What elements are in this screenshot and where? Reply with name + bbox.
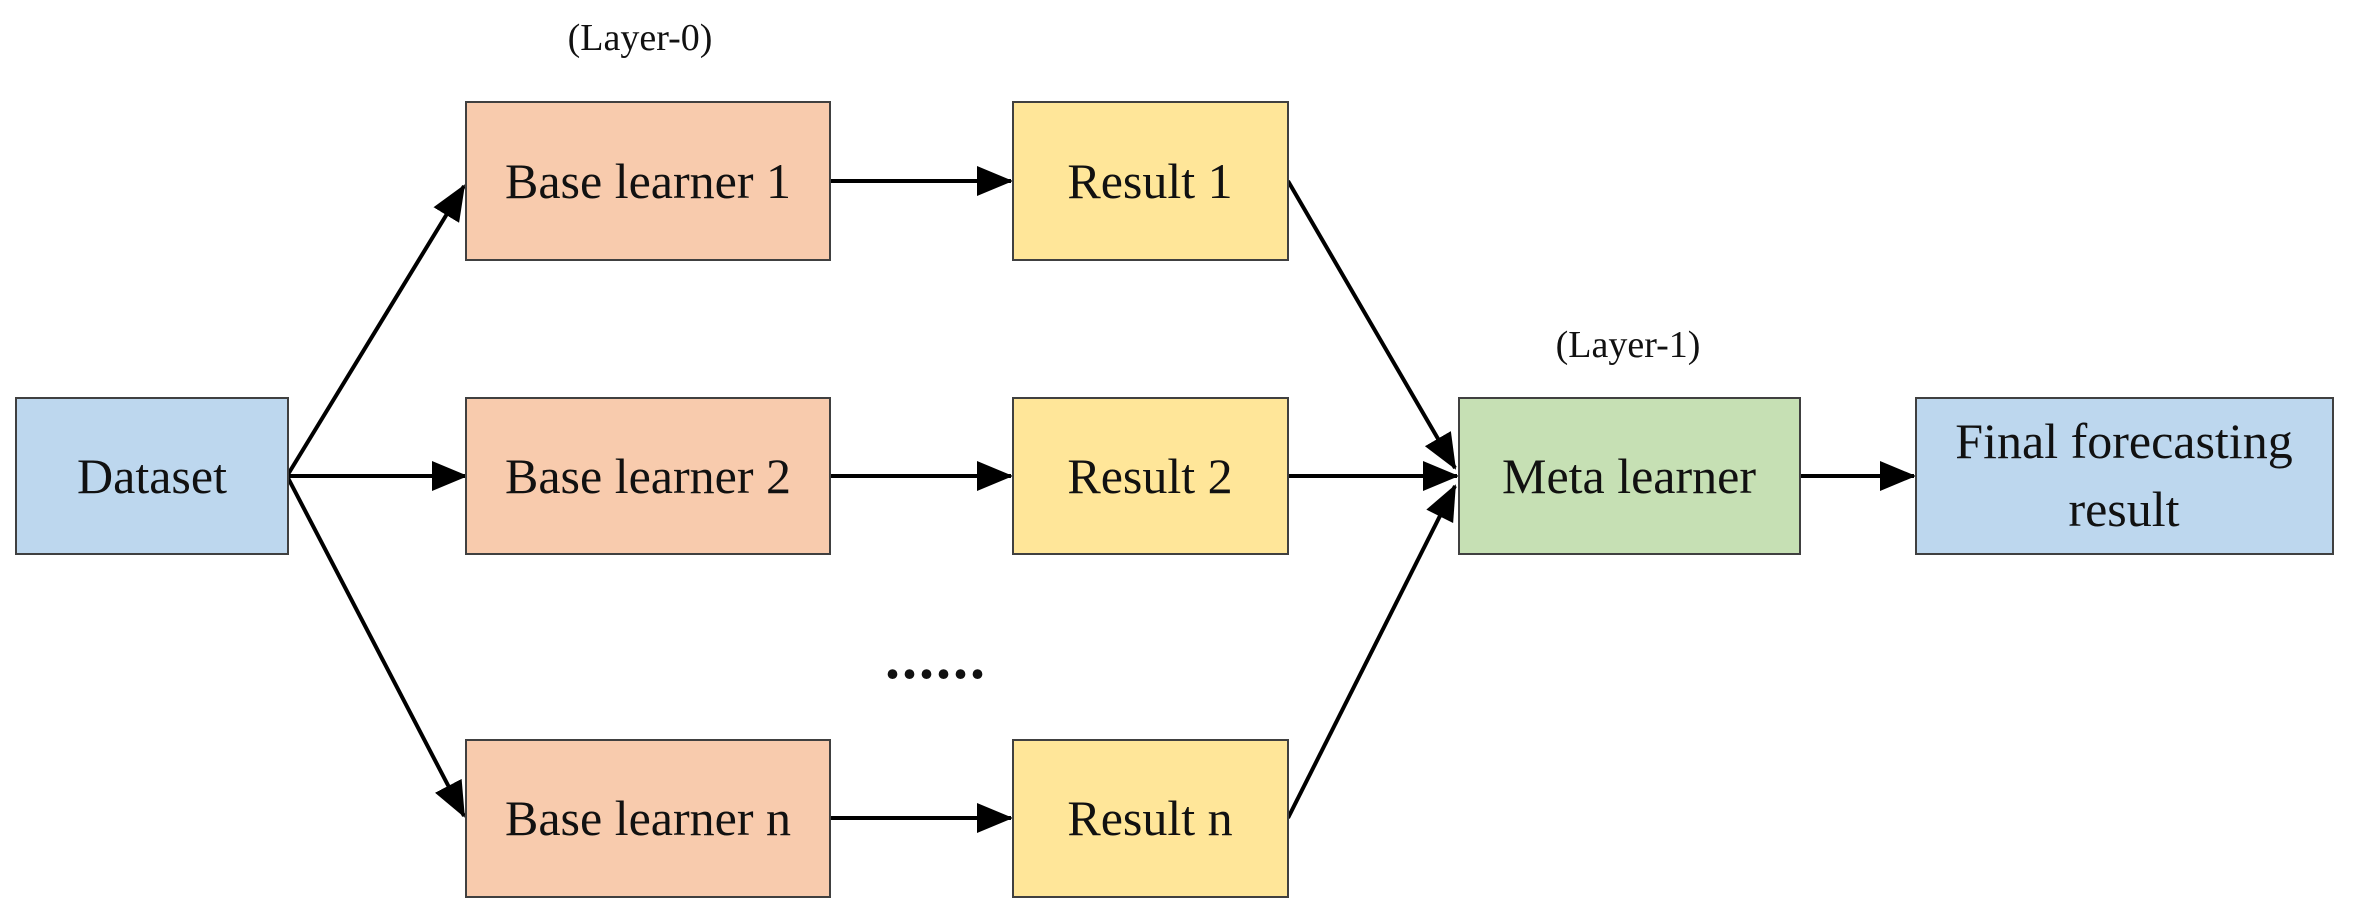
- meta-learner-box: [1458, 397, 1801, 555]
- edge-dataset-to-base-learner-1: [285, 184, 466, 478]
- node-base-learner-n: Base learner n: [465, 739, 831, 898]
- node-base-learner-1: Base learner 1: [465, 101, 831, 261]
- final-result-label-line-2: result: [2068, 481, 2179, 537]
- final-result-label-line-1: Final forecasting: [1955, 413, 2292, 469]
- node-meta-learner: Meta learner: [1458, 397, 1801, 555]
- result-1-box: [1012, 101, 1289, 261]
- node-result-n: Result n: [1012, 739, 1289, 898]
- node-dataset: Dataset: [15, 397, 289, 555]
- base-learner-n-label: Base learner n: [505, 790, 791, 846]
- ellipsis-more-learners: ......: [885, 625, 987, 691]
- result-n-box: [1012, 739, 1289, 898]
- result-n-label: Result n: [1067, 790, 1232, 846]
- node-base-learner-2: Base learner 2: [465, 397, 831, 555]
- edge-result-1-to-meta-learner: [1286, 179, 1457, 470]
- base-learner-n-box: [465, 739, 831, 898]
- node-final-result: Final forecasting result: [1915, 397, 2334, 555]
- edge-result-n-to-meta-learner: [1286, 484, 1457, 819]
- edges: [285, 166, 1916, 833]
- dataset-label: Dataset: [77, 448, 227, 504]
- result-2-box: [1012, 397, 1289, 555]
- layer-1-label: (Layer-1): [1556, 324, 1701, 366]
- node-result-1: Result 1: [1012, 101, 1289, 261]
- base-learner-1-label: Base learner 1: [505, 153, 791, 209]
- base-learner-2-box: [465, 397, 831, 555]
- final-result-box: [1915, 397, 2334, 555]
- edge-dataset-to-base-learner-n: [285, 475, 466, 818]
- node-result-2: Result 2: [1012, 397, 1289, 555]
- base-learner-1-box: [465, 101, 831, 261]
- dataset-box: [15, 397, 289, 555]
- layer-0-label: (Layer-0): [568, 17, 713, 59]
- result-1-label: Result 1: [1067, 153, 1232, 209]
- result-2-label: Result 2: [1067, 448, 1232, 504]
- meta-learner-label: Meta learner: [1502, 448, 1756, 504]
- base-learner-2-label: Base learner 2: [505, 448, 791, 504]
